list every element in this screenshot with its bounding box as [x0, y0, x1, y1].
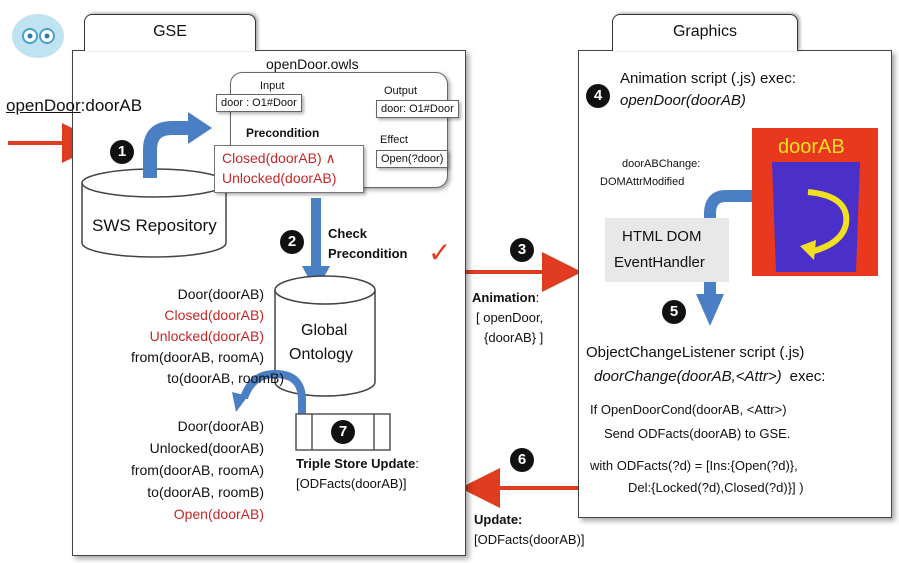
- owls-input-value: door : O1#Door: [216, 94, 302, 112]
- input-call-suffix: :doorAB: [80, 96, 143, 115]
- animation-colon: :: [535, 290, 540, 305]
- step-6-badge: 6: [510, 448, 534, 472]
- owls-precondition-label: Precondition: [246, 126, 320, 140]
- precondition-line-1: Closed(doorAB) ∧: [222, 150, 336, 166]
- animation-script-title: Animation script (.js) exec:: [620, 70, 796, 87]
- step-4-badge: 4: [586, 84, 610, 108]
- animation-line-1: [ openDoor,: [476, 310, 544, 325]
- owls-effect-label: Effect: [380, 134, 408, 146]
- update-label: Update:: [474, 512, 523, 527]
- precondition-check-label: Precondition: [328, 246, 408, 261]
- graphics-tab[interactable]: Graphics: [612, 14, 798, 51]
- owls-output-label: Output: [384, 85, 418, 97]
- facts-after-3: from(doorAB, roomA): [130, 462, 264, 478]
- listener-exec: exec:: [789, 368, 826, 385]
- handler-line-2: EventHandler: [614, 254, 705, 271]
- step-1-badge: 1: [110, 140, 134, 164]
- animation-label: Animation:: [472, 290, 539, 305]
- step-2-badge: 2: [280, 230, 304, 254]
- owls-title: openDoor.owls: [266, 56, 359, 72]
- facts-before-1: Door(doorAB): [177, 286, 264, 302]
- triple-store-update-title: Triple Store Update: [296, 456, 416, 471]
- step-5-badge: 5: [662, 300, 686, 324]
- facts-after-1: Door(doorAB): [177, 418, 264, 434]
- owls-effect-value: Open(?door): [376, 150, 449, 168]
- facts-before-3: Unlocked(doorAB): [149, 328, 264, 344]
- code-line-2: Send ODFacts(doorAB) to GSE.: [604, 426, 791, 441]
- owls-input-label: Input: [260, 80, 285, 92]
- facts-after-2: Unlocked(doorAB): [149, 440, 264, 456]
- event-line-2: DOMAttrModified: [600, 176, 685, 188]
- animation-title: Animation: [472, 290, 536, 305]
- listener-call: doorChange(doorAB,<Attr>): [594, 368, 782, 385]
- code-line-4: Del:{Locked(?d),Closed(?d)}] ): [628, 480, 804, 495]
- listener-call-line: doorChange(doorAB,<Attr>) exec:: [594, 368, 825, 385]
- facts-before-5: to(doorAB, roomB): [167, 370, 284, 386]
- global-ontology-label-1: Global: [301, 322, 348, 339]
- owls-output-value: door: O1#Door: [376, 100, 459, 118]
- sws-repository-label: SWS Repository: [92, 216, 217, 235]
- input-call-label: openDoor:doorAB: [6, 96, 142, 116]
- facts-after-4: to(doorAB, roomB): [147, 484, 264, 500]
- input-call-prefix: openDoor: [6, 96, 81, 115]
- facts-before-4: from(doorAB, roomA): [130, 349, 264, 365]
- event-handler-box: [605, 218, 729, 282]
- check-label: Check: [328, 226, 368, 241]
- checkmark-icon: ✓: [428, 237, 452, 268]
- code-line-3: with ODFacts(?d) = [Ins:{Open(?d)},: [590, 458, 798, 473]
- robot-logo-icon: [12, 14, 64, 58]
- animation-line-2: {doorAB} ]: [484, 330, 544, 345]
- door-label: doorAB: [778, 136, 845, 158]
- triple-store-update-value: [ODFacts(doorAB)]: [296, 476, 407, 491]
- event-line-1: doorABChange:: [622, 158, 701, 170]
- triple-store-update-colon: :: [415, 456, 419, 471]
- code-line-1: If OpenDoorCond(doorAB, <Attr>): [590, 402, 787, 417]
- animation-script-call: openDoor(doorAB): [620, 92, 746, 109]
- gse-tab[interactable]: GSE: [84, 14, 256, 51]
- triple-store-update-label: Triple Store Update:: [296, 456, 419, 471]
- update-value: [ODFacts(doorAB)]: [474, 532, 585, 547]
- listener-title: ObjectChangeListener script (.js): [586, 344, 805, 361]
- precondition-line-2: Unlocked(doorAB): [222, 170, 337, 186]
- step-7-badge: 7: [331, 420, 355, 444]
- facts-before-2: Closed(doorAB): [164, 307, 264, 323]
- handler-line-1: HTML DOM: [622, 228, 702, 245]
- step-3-badge: 3: [510, 238, 534, 262]
- facts-after-5: Open(doorAB): [173, 506, 264, 522]
- precondition-box: [214, 145, 364, 193]
- global-ontology-label-2: Ontology: [289, 346, 354, 363]
